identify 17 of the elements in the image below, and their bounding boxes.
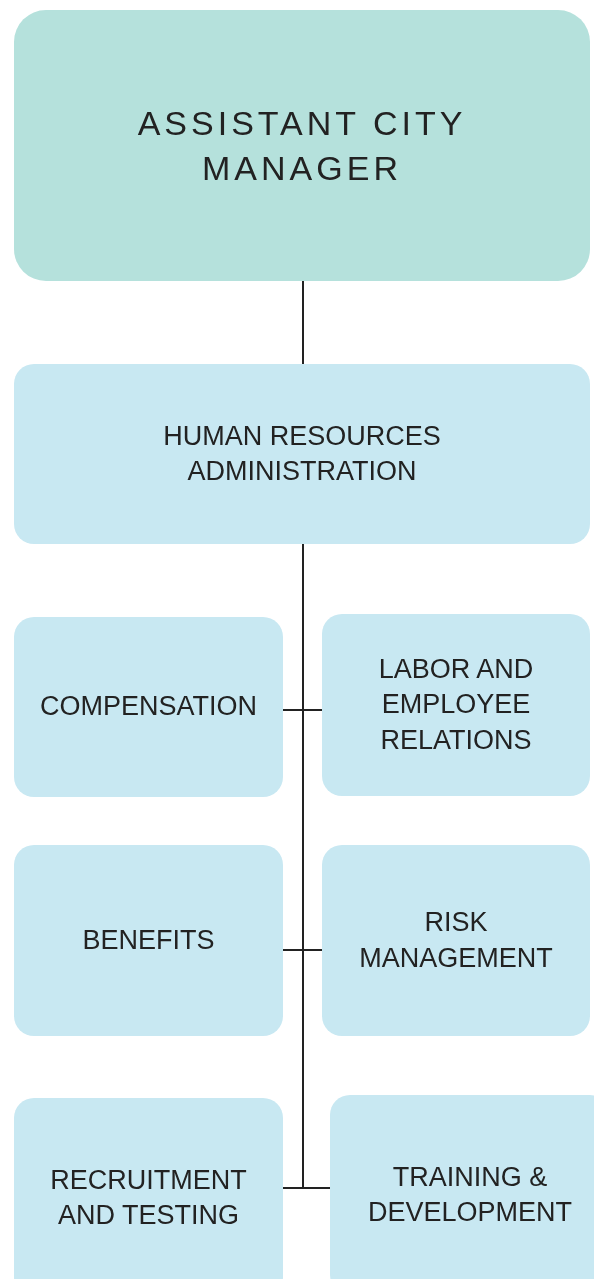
department-box <box>14 617 283 797</box>
department-box <box>14 845 283 1036</box>
box-label: COMPENSATION <box>40 690 257 724</box>
box-label: LABOR AND EMPLOYEE RELATIONS <box>377 653 535 757</box>
department-box <box>14 364 590 544</box>
box-label: BENEFITS <box>82 923 215 957</box>
box-label: TRAINING & DEVELOPMENT <box>366 1160 573 1229</box>
box-label: RISK MANAGEMENT <box>358 906 554 975</box>
department-box <box>322 614 590 796</box>
header-box <box>14 10 590 281</box>
box-label: RECRUITMENT AND TESTING <box>49 1163 248 1232</box>
department-box <box>330 1095 594 1279</box>
connector-line <box>302 280 304 365</box>
department-box <box>14 1098 283 1279</box>
department-box <box>322 845 590 1036</box>
box-label: ASSISTANT CITY MANAGER <box>136 103 468 189</box>
box-label: HUMAN RESOURCES ADMINISTRATION <box>162 419 442 488</box>
